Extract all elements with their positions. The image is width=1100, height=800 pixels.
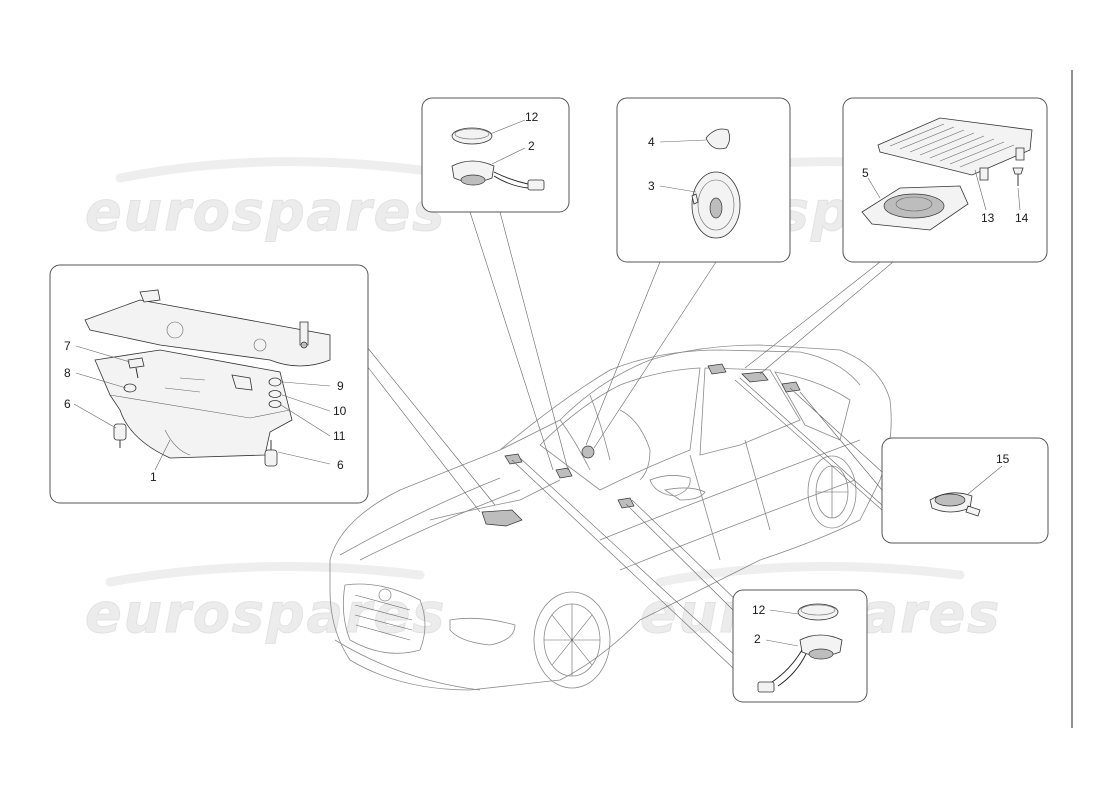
callout-6-left: 6 (64, 397, 71, 411)
callout-15: 15 (996, 452, 1010, 466)
callout-14: 14 (1015, 211, 1029, 225)
callout-3: 3 (648, 179, 655, 193)
panel-tweeter-door: 12 2 (732, 589, 868, 703)
callout-8: 8 (64, 366, 71, 380)
callout-11: 11 (333, 429, 346, 443)
callout-2-top: 2 (528, 139, 535, 153)
callout-5: 5 (862, 166, 869, 180)
callout-2-bottom: 2 (754, 632, 761, 646)
panel-microphone: 15 (881, 437, 1049, 544)
callout-10: 10 (333, 404, 347, 418)
panel-rear-shelf-speaker: 5 13 14 (842, 97, 1048, 263)
car-illustration (329, 344, 892, 691)
callout-12-bottom: 12 (752, 603, 766, 617)
watermark-bottom-left: eurospares (85, 582, 446, 645)
callout-7: 7 (64, 339, 71, 353)
panel-tweeter-dash: 12 2 (421, 97, 570, 213)
callout-1: 1 (150, 470, 157, 484)
watermark-top-left: eurospares (85, 180, 446, 243)
callout-9: 9 (337, 379, 344, 393)
panel-subwoofer: 7 8 6 1 9 10 11 6 (49, 264, 369, 504)
callout-13: 13 (981, 211, 995, 225)
callout-4: 4 (648, 135, 655, 149)
leader-lines (366, 211, 894, 669)
callout-12-top: 12 (525, 110, 539, 124)
panel-door-speaker: 4 3 (616, 97, 791, 263)
callout-6-right: 6 (337, 458, 344, 472)
